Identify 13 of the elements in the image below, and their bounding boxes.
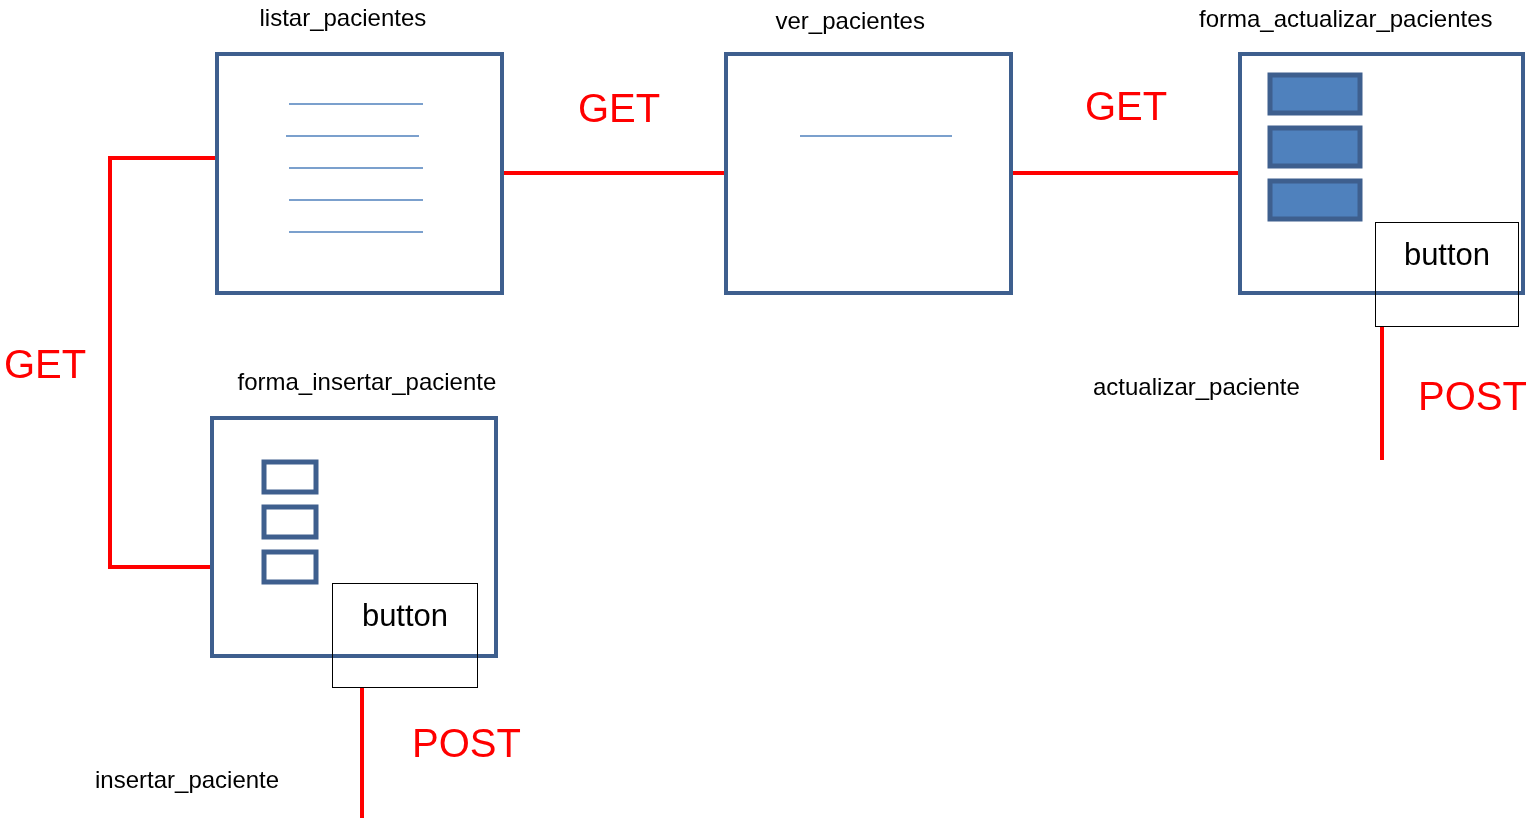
connector-line	[1380, 327, 1384, 460]
page-title: forma_actualizar_pacientes	[1199, 5, 1493, 33]
connector-line	[1013, 171, 1238, 175]
connector-line	[108, 156, 215, 569]
url-label: actualizar_paciente	[1093, 373, 1300, 401]
url-label: insertar_paciente	[95, 766, 280, 794]
connector-line	[504, 171, 724, 175]
connector-line	[360, 688, 364, 818]
page-title: forma_insertar_paciente	[237, 368, 497, 396]
page-title: listar_pacientes	[259, 4, 427, 32]
page-title: ver_pacientes	[775, 7, 925, 35]
button: button	[1375, 222, 1519, 327]
button: button	[332, 583, 478, 688]
